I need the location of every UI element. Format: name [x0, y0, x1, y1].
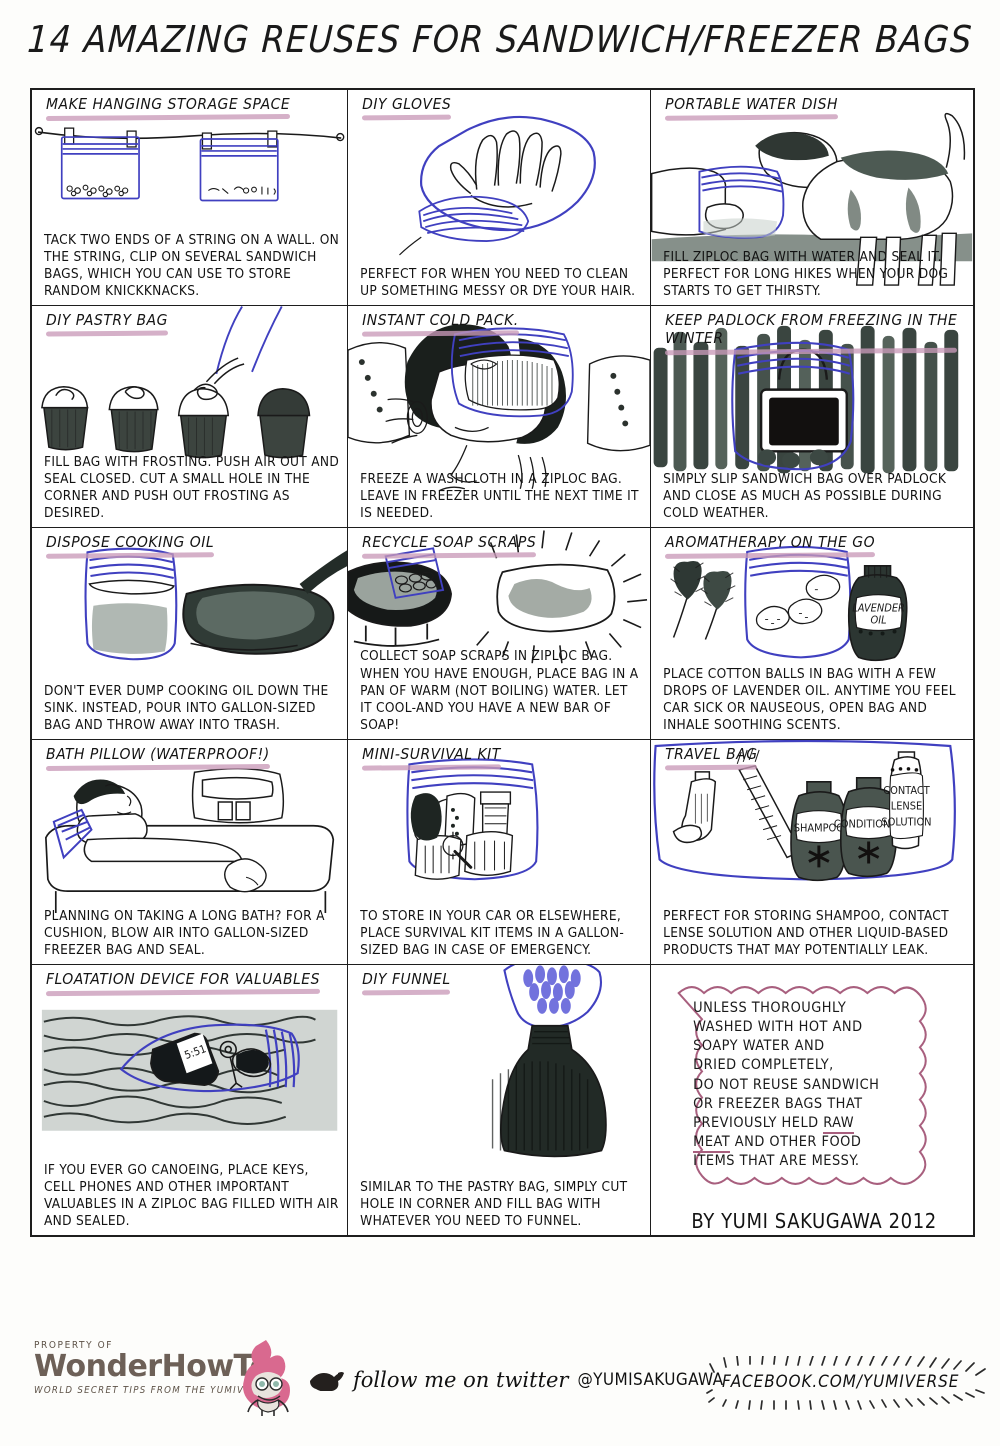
panel-heading: DIY GLOVES	[362, 95, 452, 121]
artist-signature: BY YUMI SAKUGAWA 2012	[691, 1209, 937, 1233]
panel-heading: KEEP PADLOCK FROM FREEZING IN THE WINTER	[665, 311, 973, 355]
panel-heading: MAKE HANGING STORAGE SPACE	[45, 95, 291, 121]
panel-heading: TRAVEL BAG	[665, 745, 758, 771]
warning-box: UNLESS THOROUGHLY WASHED WITH HOT AND SO…	[667, 979, 959, 1195]
twitter-follow[interactable]: follow me on twitter @YUMISAKUGAWA	[308, 1368, 724, 1392]
bird-icon	[310, 1372, 344, 1391]
panel-body: IF YOU EVER GO CANOEING, PLACE KEYS, CEL…	[44, 1161, 339, 1229]
panel-heading: RECYCLE SOAP SCRAPS	[362, 533, 537, 559]
facebook-url[interactable]: FACEBOOK.COM/YUMIVERSE	[722, 1372, 960, 1392]
warning-text: UNLESS THOROUGHLY WASHED WITH HOT AND SO…	[693, 999, 937, 1171]
svg-text:CONTACT: CONTACT	[883, 784, 931, 797]
facebook-sparkle-border-icon	[706, 1356, 986, 1410]
panel-portable-water-dish[interactable]: PORTABLE WATER DISH	[651, 90, 973, 306]
panel-row: DIY PASTRY BAG	[32, 306, 973, 528]
panel-travel-bag[interactable]: TRAVEL BAG	[651, 740, 973, 965]
panel-body: DON'T EVER DUMP COOKING OIL DOWN THE SIN…	[44, 682, 329, 733]
panel-body: FREEZE A WASHCLOTH IN A ZIPLOC BAG. LEAV…	[360, 470, 639, 521]
warning-line: OR FREEZER BAGS THAT	[693, 1095, 863, 1112]
panel-heading: DIY FUNNEL	[362, 970, 451, 996]
panel-body: COLLECT SOAP SCRAPS IN ZIPLOC BAG. WHEN …	[360, 648, 639, 733]
panel-aromatherapy-on-the-go[interactable]: AROMATHERAPY ON THE GO	[651, 528, 973, 740]
panel-floatation-device-for-valuables[interactable]: FLOATATION DEVICE FOR VALUABLES	[32, 965, 349, 1235]
panel-heading: INSTANT COLD PACK.	[362, 311, 520, 337]
panel-body: PERFECT FOR STORING SHAMPOO, CONTACT LEN…	[663, 907, 949, 958]
panel-keep-padlock-from-freezing[interactable]: KEEP PADLOCK FROM FREEZING IN THE WINTER	[651, 306, 973, 528]
panel-heading: DIY PASTRY BAG	[45, 311, 169, 337]
svg-text:5:51: 5:51	[183, 1042, 208, 1062]
twitter-handle[interactable]: @YUMISAKUGAWA	[577, 1370, 724, 1390]
panel-body: SIMPLY SLIP SANDWICH BAG OVER PADLOCK AN…	[663, 470, 947, 521]
warning-line: DO NOT REUSE SANDWICH	[693, 1076, 880, 1093]
panel-mini-survival-kit[interactable]: MINI-SURVIVAL KIT	[348, 740, 652, 965]
svg-text:LAVENDER: LAVENDER	[852, 602, 905, 615]
panel-instant-cold-pack[interactable]: INSTANT COLD PACK.	[348, 306, 652, 528]
panel-diy-funnel[interactable]: DIY FUNNEL	[348, 965, 652, 1235]
panel-body: PLANNING ON TAKING A LONG BATH? FOR A CU…	[44, 907, 325, 958]
page-title: 14 AMAZING REUSES FOR SANDWICH/FREEZER B…	[26, 18, 974, 61]
panel-body: PERFECT FOR WHEN YOU NEED TO CLEAN UP SO…	[360, 265, 636, 299]
panel-body: TACK TWO ENDS OF A STRING ON A WALL. ON …	[44, 231, 340, 299]
panel-body: FILL BAG WITH FROSTING. PUSH AIR OUT AND…	[44, 453, 340, 521]
panel-heading: AROMATHERAPY ON THE GO	[665, 533, 876, 559]
warning-line: UNLESS THOROUGHLY	[693, 1000, 847, 1016]
panel-dispose-cooking-oil[interactable]: DISPOSE COOKING OIL DON'T E	[32, 528, 349, 740]
brand-name: WonderHowTo	[34, 1349, 270, 1384]
svg-text:SHAMPOO: SHAMPOO	[794, 822, 845, 835]
yumiverse-mascot-icon	[243, 1340, 290, 1416]
wonderhowto-logo[interactable]: PROPERTY OF WonderHowTo WORLD SECRET TIP…	[34, 1340, 272, 1396]
panel-bath-pillow[interactable]: BATH PILLOW (WATERPROOF!)	[32, 740, 349, 965]
property-of-label: PROPERTY OF	[34, 1340, 114, 1351]
panel-heading: MINI-SURVIVAL KIT	[362, 745, 502, 771]
panel-warning: UNLESS THOROUGHLY WASHED WITH HOT AND SO…	[651, 965, 973, 1235]
warning-line: DRIED COMPLETELY,	[693, 1057, 834, 1074]
panel-grid: MAKE HANGING STORAGE SPACE	[30, 88, 975, 1237]
warning-line: WASHED WITH HOT AND	[693, 1019, 863, 1036]
twitter-script-text: follow me on twitter	[353, 1368, 569, 1392]
panel-body: SIMILAR TO THE PASTRY BAG, SIMPLY CUT HO…	[360, 1178, 628, 1229]
svg-text:SOLUTION: SOLUTION	[882, 816, 932, 829]
footer: PROPERTY OF WonderHowTo WORLD SECRET TIP…	[0, 1318, 1000, 1446]
svg-text:LENSE: LENSE	[891, 800, 923, 813]
panel-body: PLACE COTTON BALLS IN BAG WITH A FEW DRO…	[663, 665, 956, 733]
panel-row: DISPOSE COOKING OIL DON'T E	[32, 528, 973, 740]
panel-make-hanging-storage-space[interactable]: MAKE HANGING STORAGE SPACE	[32, 90, 349, 306]
panel-heading: BATH PILLOW (WATERPROOF!)	[45, 745, 271, 771]
brand-tagline: WORLD SECRET TIPS FROM THE YUMIVERSE	[34, 1385, 272, 1396]
panel-heading: DISPOSE COOKING OIL	[45, 533, 215, 559]
panel-body: TO STORE IN YOUR CAR OR ELSEWHERE, PLACE…	[360, 907, 625, 958]
scalloped-border-icon	[677, 986, 927, 1185]
warning-line: PREVIOUSLY HELD RAW	[693, 1114, 937, 1134]
svg-text:CONDITIONER: CONDITIONER	[834, 818, 904, 831]
panel-body: FILL ZIPLOC BAG WITH WATER AND SEAL IT. …	[663, 248, 949, 299]
panel-row: MAKE HANGING STORAGE SPACE	[32, 90, 973, 306]
panel-heading: FLOATATION DEVICE FOR VALUABLES	[45, 970, 321, 997]
svg-text:OIL: OIL	[871, 614, 887, 627]
panel-recycle-soap-scraps[interactable]: RECYCLE SOAP SCRAPS	[348, 528, 652, 740]
warning-line: SOAPY WATER AND	[693, 1038, 825, 1055]
panel-row: BATH PILLOW (WATERPROOF!)	[32, 740, 973, 965]
panel-row: FLOATATION DEVICE FOR VALUABLES	[32, 965, 973, 1235]
panel-diy-gloves[interactable]: DIY GLOVES	[348, 90, 652, 306]
warning-line: MEAT AND OTHER FOOD	[693, 1133, 937, 1154]
warning-line: ITEMS THAT ARE MESSY.	[693, 1153, 860, 1170]
panel-heading: PORTABLE WATER DISH	[665, 95, 839, 121]
panel-diy-pastry-bag[interactable]: DIY PASTRY BAG	[32, 306, 349, 528]
